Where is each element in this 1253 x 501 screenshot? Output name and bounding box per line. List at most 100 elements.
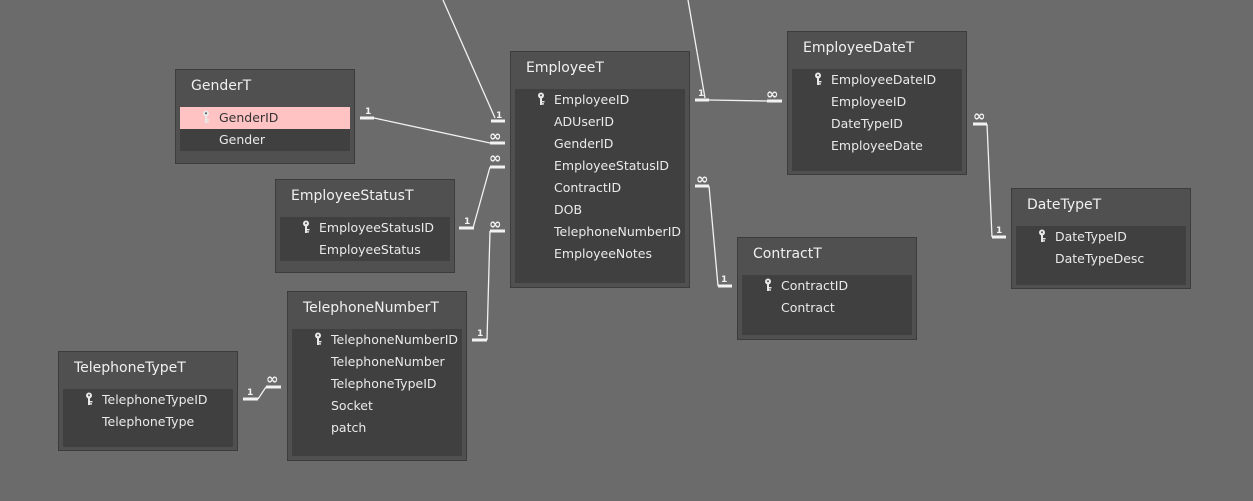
field-name: patch bbox=[331, 420, 367, 435]
cardinality-many-label: ∞ bbox=[696, 170, 709, 188]
key-icon bbox=[303, 220, 310, 233]
relationship-line bbox=[486, 230, 491, 341]
field-name: EmployeeStatusID bbox=[319, 220, 435, 235]
table-title: EmployeeT bbox=[526, 60, 604, 76]
field-row[interactable]: Contract bbox=[742, 297, 912, 319]
field-row[interactable]: patch bbox=[292, 417, 462, 439]
cardinality-one-label: 1 bbox=[464, 217, 470, 227]
relationship-line bbox=[687, 0, 706, 99]
field-row[interactable]: Gender bbox=[180, 129, 350, 151]
cardinality-many-label: ∞ bbox=[489, 127, 502, 145]
field-row[interactable]: GenderID bbox=[180, 107, 350, 129]
field-name: TelephoneTypeID bbox=[102, 392, 208, 407]
cardinality-one-label: 1 bbox=[247, 388, 253, 398]
cardinality-one-label: 1 bbox=[477, 329, 483, 339]
field-row[interactable]: ContractID bbox=[742, 275, 912, 297]
table-gender[interactable]: GenderT GenderID Gender bbox=[175, 69, 355, 164]
relationship-line bbox=[442, 0, 496, 119]
field-list: DateTypeID DateTypeDesc bbox=[1016, 226, 1186, 285]
cardinality-many-label: ∞ bbox=[266, 370, 279, 388]
field-row[interactable]: DateTypeID bbox=[792, 113, 962, 135]
table-contract[interactable]: ContractT ContractID Contract bbox=[737, 237, 917, 340]
field-row[interactable]: DateTypeDesc bbox=[1016, 248, 1186, 270]
field-row[interactable]: TelephoneTypeID bbox=[63, 389, 233, 411]
field-name: TelephoneTypeID bbox=[331, 376, 437, 391]
field-list: ContractID Contract bbox=[742, 275, 912, 335]
field-list: TelephoneTypeID TelephoneType bbox=[63, 389, 233, 447]
field-row[interactable]: GenderID bbox=[515, 133, 685, 155]
field-name: EmployeeStatusID bbox=[554, 158, 670, 173]
field-row[interactable]: TelephoneNumberID bbox=[292, 329, 462, 351]
field-name: DateTypeID bbox=[831, 116, 903, 131]
key-icon bbox=[203, 110, 210, 123]
field-name: Contract bbox=[781, 300, 835, 315]
relationship-line bbox=[373, 117, 491, 144]
field-row[interactable]: TelephoneTypeID bbox=[292, 373, 462, 395]
field-name: EmployeeDate bbox=[831, 138, 923, 153]
table-title: DateTypeT bbox=[1027, 197, 1102, 213]
field-row[interactable]: ADUserID bbox=[515, 111, 685, 133]
field-name: TelephoneNumber bbox=[331, 354, 445, 369]
field-list: EmployeeID ADUserID GenderID EmployeeStatus… bbox=[515, 89, 685, 283]
field-row[interactable]: EmployeeNotes bbox=[515, 243, 685, 265]
cardinality-many-label: ∞ bbox=[766, 85, 779, 103]
relationship-line bbox=[472, 166, 491, 229]
field-row[interactable]: EmployeeStatusID bbox=[280, 217, 450, 239]
field-row[interactable]: TelephoneNumberID bbox=[515, 221, 685, 243]
field-name: DateTypeID bbox=[1055, 229, 1127, 244]
field-row[interactable]: EmployeeDate bbox=[792, 135, 962, 157]
table-title: EmployeeDateT bbox=[803, 40, 915, 56]
cardinality-one-label: 1 bbox=[996, 226, 1002, 236]
field-row[interactable]: DateTypeID bbox=[1016, 226, 1186, 248]
cardinality-one-label: 1 bbox=[698, 89, 704, 99]
key-icon bbox=[815, 72, 822, 85]
field-name: GenderID bbox=[219, 110, 279, 125]
field-list: EmployeeStatusID EmployeeStatus bbox=[280, 217, 450, 261]
key-icon bbox=[538, 92, 545, 105]
field-name: EmployeeID bbox=[831, 94, 907, 109]
key-icon bbox=[765, 278, 772, 291]
field-name: GenderID bbox=[554, 136, 614, 151]
field-name: Gender bbox=[219, 132, 266, 147]
table-title: TelephoneTypeT bbox=[74, 360, 186, 376]
table-title: GenderT bbox=[191, 78, 252, 94]
cardinality-one-label: 1 bbox=[721, 275, 727, 285]
field-name: Socket bbox=[331, 398, 373, 413]
field-row[interactable]: EmployeeDateID bbox=[792, 69, 962, 91]
field-name: TelephoneNumberID bbox=[554, 224, 682, 239]
field-list: EmployeeDateID EmployeeID DateTypeID Employ… bbox=[792, 69, 962, 171]
relationship-line bbox=[257, 386, 267, 400]
field-row[interactable]: EmployeeID bbox=[792, 91, 962, 113]
field-row[interactable]: EmployeeStatusID bbox=[515, 155, 685, 177]
table-employee-date[interactable]: EmployeeDateT EmployeeDateID EmployeeID Da… bbox=[787, 31, 967, 175]
field-row[interactable]: DOB bbox=[515, 199, 685, 221]
field-name: TelephoneType bbox=[102, 414, 195, 429]
field-row[interactable]: EmployeeID bbox=[515, 89, 685, 111]
field-row[interactable]: Socket bbox=[292, 395, 462, 417]
field-name: DateTypeDesc bbox=[1055, 251, 1145, 266]
cardinality-many-label: ∞ bbox=[489, 215, 502, 233]
field-name: EmployeeDateID bbox=[831, 72, 937, 87]
field-name: ADUserID bbox=[554, 114, 614, 129]
table-date-type[interactable]: DateTypeT DateTypeID DateTypeDesc bbox=[1011, 188, 1191, 289]
cardinality-many-label: ∞ bbox=[489, 149, 502, 167]
relationship-line bbox=[986, 123, 993, 238]
field-list: GenderID Gender bbox=[180, 107, 350, 151]
cardinality-one-label: 1 bbox=[365, 107, 371, 117]
field-row[interactable]: TelephoneNumber bbox=[292, 351, 462, 373]
cardinality-many-label: ∞ bbox=[973, 107, 986, 125]
field-row[interactable]: ContractID bbox=[515, 177, 685, 199]
field-row[interactable]: TelephoneType bbox=[63, 411, 233, 433]
key-icon bbox=[86, 392, 93, 405]
table-title: EmployeeStatusT bbox=[291, 188, 414, 204]
relationship-line bbox=[708, 99, 768, 102]
field-row[interactable]: EmployeeStatus bbox=[280, 239, 450, 261]
field-name: ContractID bbox=[554, 180, 622, 195]
table-title: ContractT bbox=[753, 246, 822, 262]
